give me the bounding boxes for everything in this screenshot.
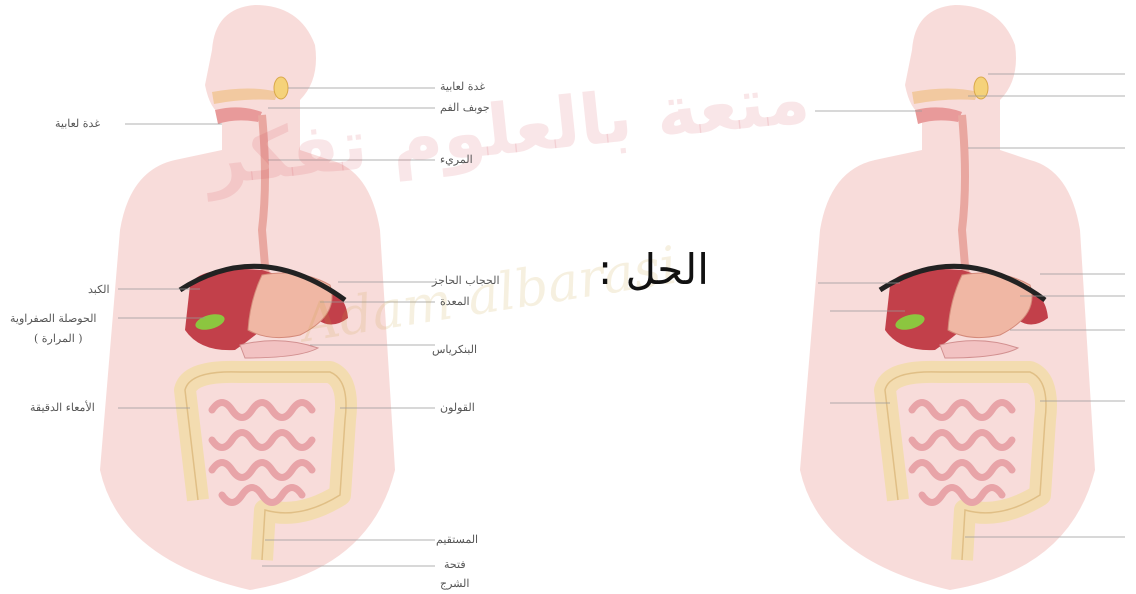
label-rectum: المستقيم <box>436 533 478 546</box>
label-anus-line2: الشرج <box>440 577 469 590</box>
label-pancreas: البنكرياس <box>432 343 477 356</box>
label-liver: الكبد <box>88 283 110 296</box>
label-salivary-gland-right: غدة لعابية <box>440 80 485 93</box>
label-diaphragm: الحجاب الحاجز <box>432 274 500 287</box>
label-esophagus: المريء <box>440 153 473 166</box>
label-gallbladder-line2: ( المرارة ) <box>34 332 83 345</box>
solution-title: الحل : <box>598 245 709 294</box>
labeled-figure <box>100 5 395 590</box>
label-mouth-cavity: جوبف الفم <box>440 101 490 114</box>
label-colon: القولون <box>440 401 475 414</box>
label-small-intestine: الأمعاء الدقيقة <box>30 401 95 414</box>
blank-figure <box>800 5 1095 590</box>
label-salivary-gland-left: غدة لعابية <box>55 117 100 130</box>
label-gallbladder-line1: الحوصلة الصفراوية <box>10 312 96 325</box>
label-anus-line1: فتحة <box>444 558 466 571</box>
label-stomach: المعدة <box>440 295 470 308</box>
